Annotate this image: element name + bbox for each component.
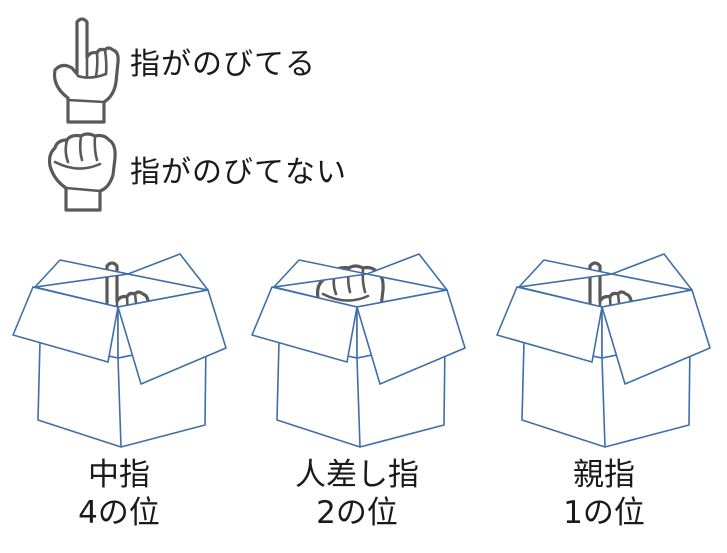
place-value: 4の位: [78, 495, 160, 531]
pointing-hand-icon: [52, 17, 120, 124]
box-2: [251, 253, 466, 448]
finger-name: 中指: [88, 457, 150, 493]
legend-label-extended: 指がのびてる: [130, 47, 316, 82]
place-value: 1の位: [563, 495, 645, 531]
box-3: [496, 253, 711, 448]
box-2-caption: 人差し指 2の位: [257, 456, 457, 532]
fist-hand-icon: [47, 132, 117, 212]
box-1-caption: 中指 4の位: [19, 456, 219, 532]
box-3-caption: 親指 1の位: [504, 456, 704, 532]
finger-name: 人差し指: [295, 457, 419, 493]
place-value: 2の位: [316, 495, 398, 531]
box-1: [12, 253, 227, 448]
legend-label-not-extended: 指がのびてない: [130, 155, 347, 190]
finger-name: 親指: [573, 457, 635, 493]
